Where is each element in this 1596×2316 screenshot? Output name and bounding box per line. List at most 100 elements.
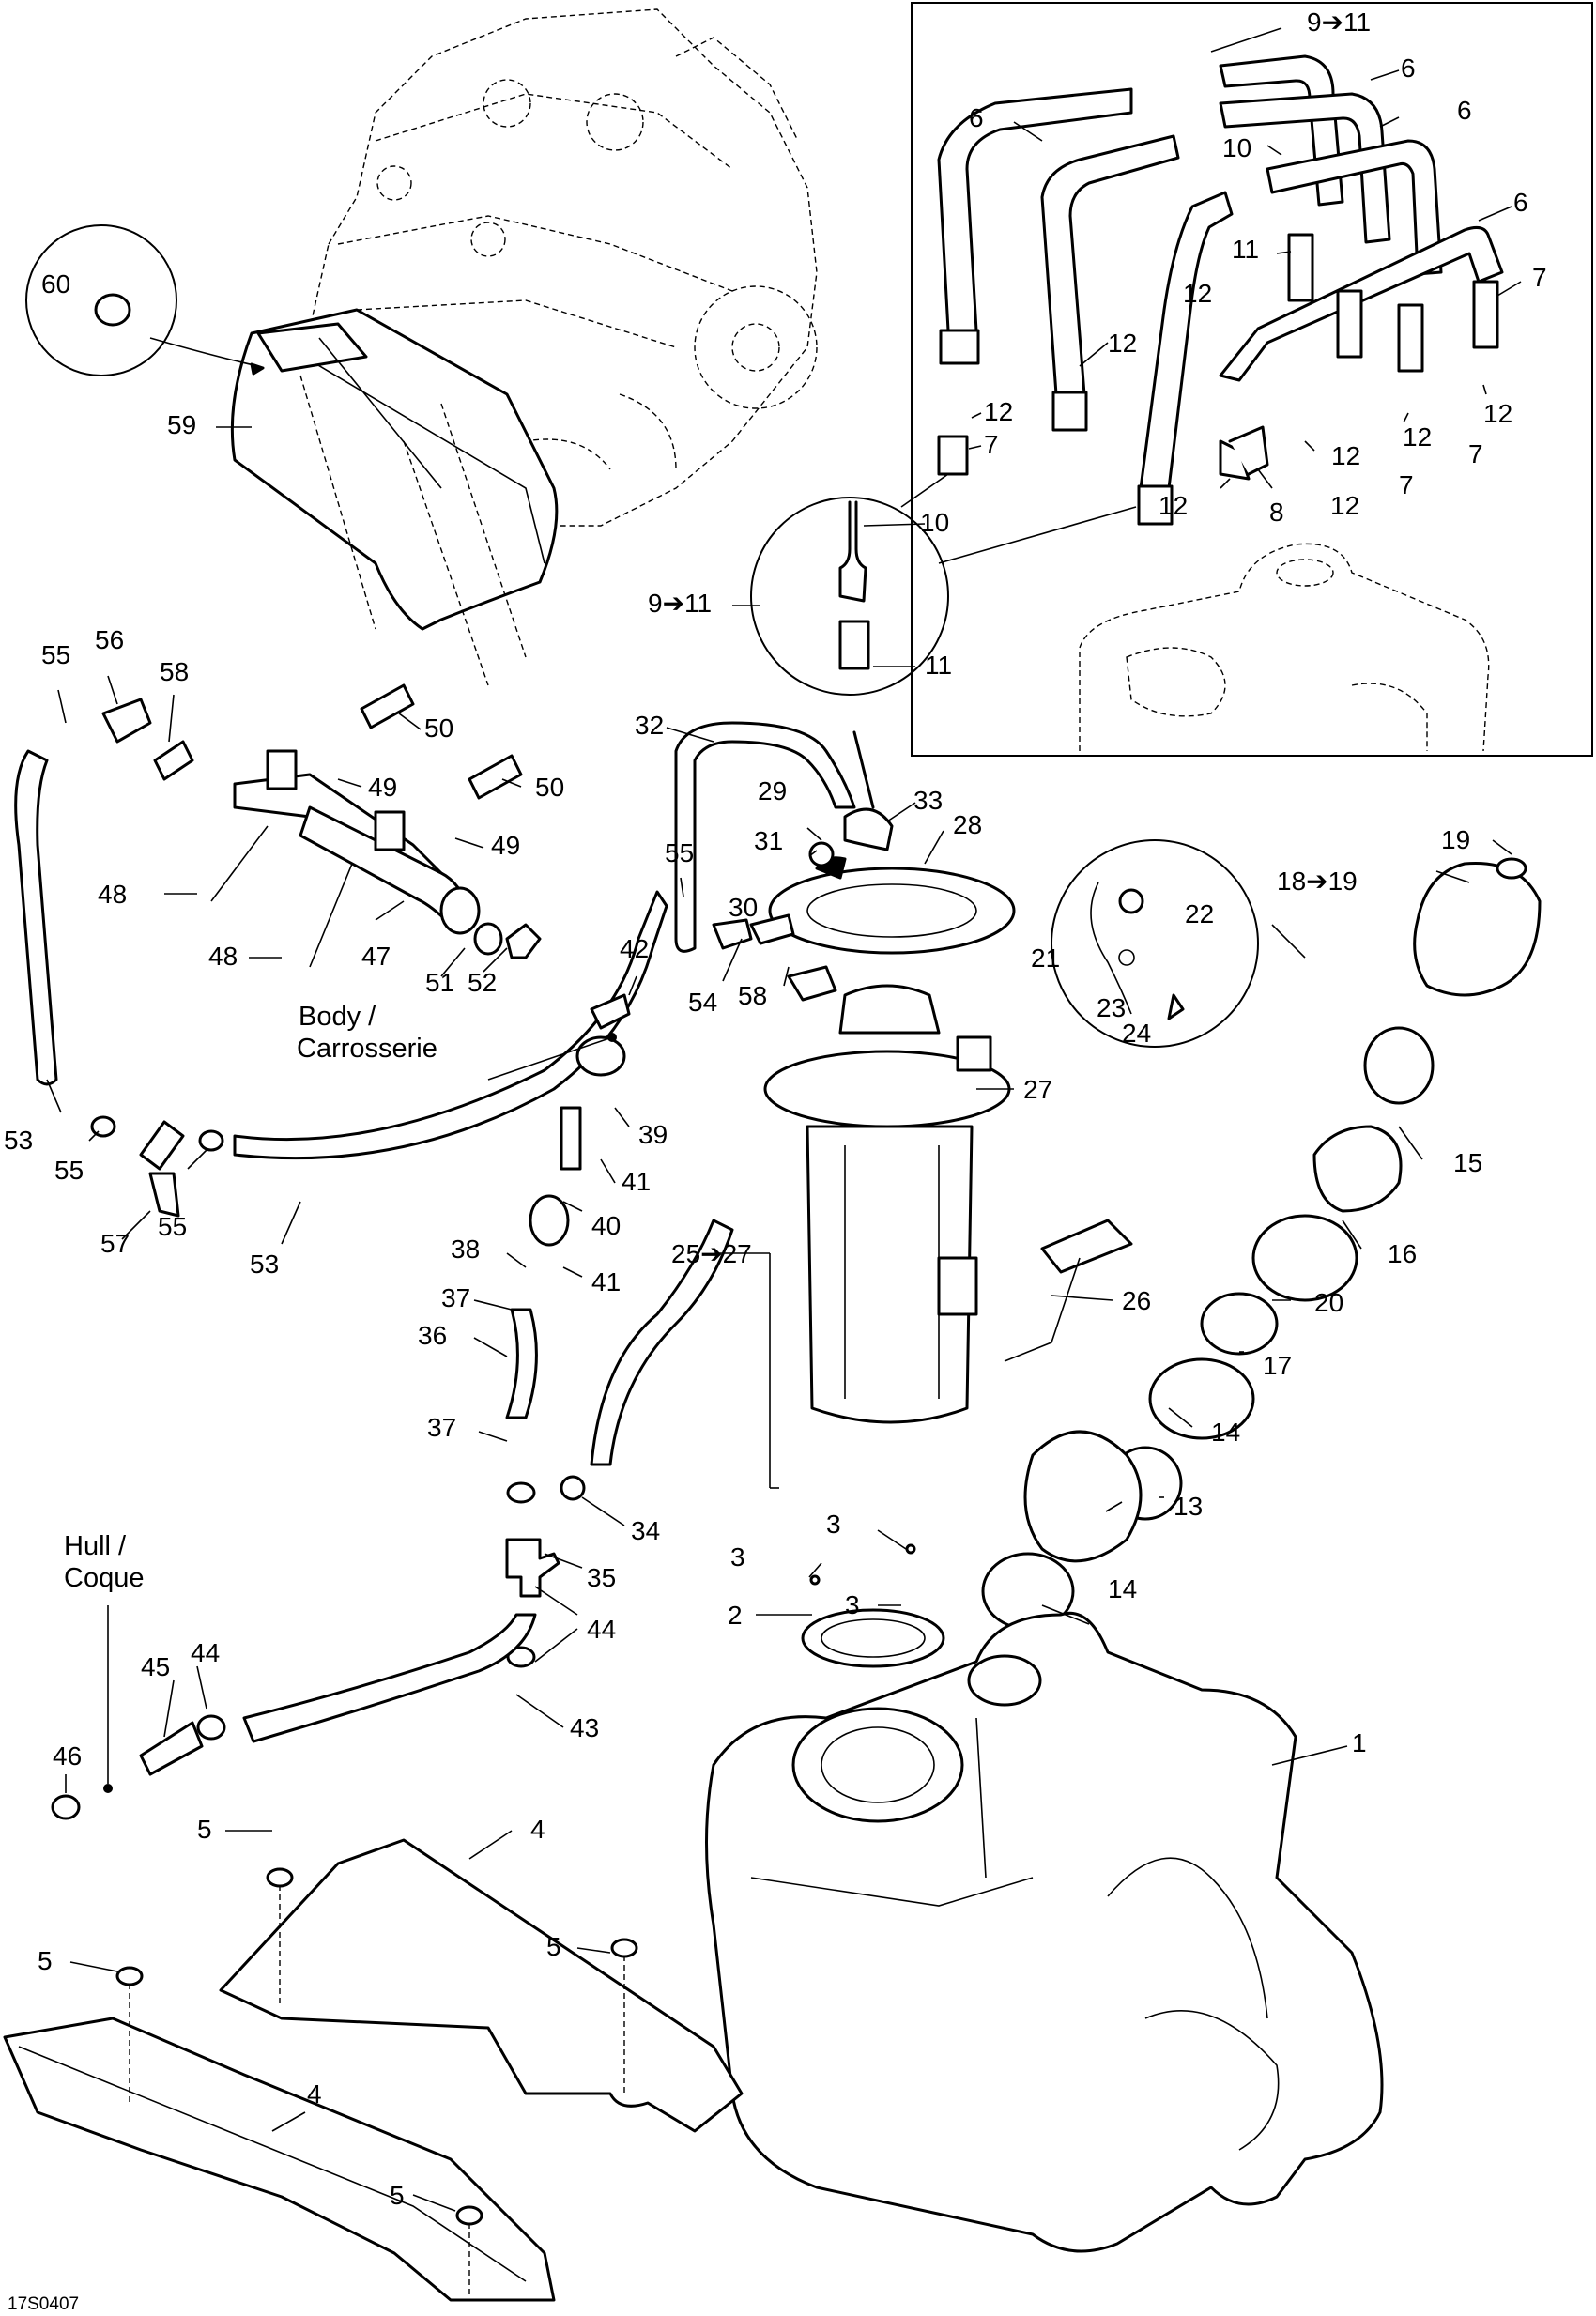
callout: 12 xyxy=(1403,422,1432,452)
callout: 17 xyxy=(1263,1351,1292,1380)
callout: 53 xyxy=(4,1126,33,1155)
callout: 20 xyxy=(1314,1288,1343,1317)
callout: 27 xyxy=(1023,1075,1052,1104)
callout: 45 xyxy=(141,1652,170,1681)
callout: 40 xyxy=(591,1211,621,1240)
callout: 31 xyxy=(754,826,783,855)
inset-frame xyxy=(911,2,1593,757)
callout: 56 xyxy=(95,625,124,654)
callout: 55 xyxy=(54,1156,84,1185)
callout: 48 xyxy=(98,880,127,909)
notes: Body / Carrosserie Hull / Coque xyxy=(64,1002,437,1593)
callout: 37 xyxy=(441,1283,470,1312)
callout: 22 xyxy=(1185,899,1214,928)
filler-neck xyxy=(981,839,1542,1631)
callout: 50 xyxy=(535,773,564,802)
callout: 13 xyxy=(1174,1492,1203,1521)
callout: 49 xyxy=(368,773,397,802)
callout: 5 xyxy=(197,1815,212,1844)
callout: 24 xyxy=(1122,1019,1151,1048)
callout: 47 xyxy=(361,942,391,971)
callout: 2 xyxy=(728,1601,743,1630)
callout: 42 xyxy=(620,934,649,963)
callout: 28 xyxy=(953,810,982,839)
callout: 37 xyxy=(427,1413,456,1442)
callout: 12 xyxy=(1331,441,1360,470)
callout: 30 xyxy=(729,893,758,922)
callout: 9➔11 xyxy=(648,589,712,618)
callout: 3 xyxy=(845,1590,860,1619)
callout: 32 xyxy=(635,711,664,740)
intake-cover xyxy=(230,308,559,686)
skid-plates xyxy=(3,1838,744,2302)
callout: 10 xyxy=(1222,133,1251,162)
body-note-line-2: Carrosserie xyxy=(297,1034,437,1064)
callout: 35 xyxy=(587,1563,616,1592)
callout: 41 xyxy=(591,1267,621,1296)
callout: 49 xyxy=(491,831,520,860)
callout: 55 xyxy=(665,838,694,867)
callout: 46 xyxy=(53,1741,82,1771)
callout: 58 xyxy=(160,657,189,686)
callout: 33 xyxy=(913,786,943,815)
callout: 7 xyxy=(984,430,999,459)
callout: 7 xyxy=(1468,439,1483,468)
callout: 51 xyxy=(425,968,454,997)
fuel-tank xyxy=(705,1612,1384,2253)
callout: 58 xyxy=(738,981,767,1010)
callout: 59 xyxy=(167,410,196,439)
callout: 12 xyxy=(1483,399,1512,428)
fuel-rail xyxy=(101,683,542,968)
callout: 6 xyxy=(1401,54,1416,83)
callout: 53 xyxy=(250,1250,279,1279)
callout: 21 xyxy=(1031,943,1060,973)
callout: 12 xyxy=(1183,279,1212,308)
callout: 4 xyxy=(530,1815,545,1844)
callout: 12 xyxy=(1108,329,1137,358)
callout: 41 xyxy=(622,1167,651,1196)
callout: 7 xyxy=(1399,470,1414,499)
diagram-code: 17S0407 xyxy=(8,2294,79,2314)
callout: 55 xyxy=(41,640,70,669)
leader-lines xyxy=(46,27,1522,2212)
hull-note-line-2: Coque xyxy=(64,1563,144,1593)
callout: 6 xyxy=(1513,188,1528,217)
callout: 8 xyxy=(1269,498,1284,527)
callout: 12 xyxy=(1159,491,1188,520)
callout: 26 xyxy=(1122,1286,1151,1315)
callout: 16 xyxy=(1388,1239,1417,1268)
callout: 11 xyxy=(1232,235,1259,264)
tank-straps xyxy=(937,54,1504,526)
callout: 60 xyxy=(41,269,70,299)
callout: 6 xyxy=(969,103,984,132)
callout: 36 xyxy=(418,1321,447,1350)
callout: 1 xyxy=(1352,1728,1367,1757)
callout: 44 xyxy=(191,1638,220,1667)
callout: 4 xyxy=(307,2079,322,2109)
callout: 43 xyxy=(570,1713,599,1742)
callout: 5 xyxy=(546,1932,561,1961)
callout: 57 xyxy=(100,1229,130,1258)
callout: 9➔11 xyxy=(1307,8,1371,37)
callout: 5 xyxy=(390,2181,405,2210)
callout: 19 xyxy=(1441,825,1470,854)
callout: 29 xyxy=(758,776,787,805)
callout: 52 xyxy=(468,968,497,997)
callout-labels: 9➔11 6 6 6 6 10 11 12 7 12 12 12 12 7 12… xyxy=(4,8,1547,2210)
callout: 12 xyxy=(1330,491,1359,520)
callout: 39 xyxy=(638,1120,668,1149)
callout: 25➔27 xyxy=(671,1239,752,1268)
callout: 3 xyxy=(730,1542,745,1572)
callout: 15 xyxy=(1453,1148,1482,1177)
vent-line xyxy=(51,993,734,1820)
callout: 48 xyxy=(208,942,238,971)
callout: 6 xyxy=(1457,96,1472,125)
inset-tank-sketch xyxy=(1079,543,1490,752)
callout: 23 xyxy=(1097,993,1126,1022)
callout: 54 xyxy=(688,988,717,1017)
callout: 14 xyxy=(1211,1418,1240,1447)
callout: 18➔19 xyxy=(1277,867,1358,896)
callout: 50 xyxy=(424,713,453,743)
callout: 3 xyxy=(826,1510,841,1539)
